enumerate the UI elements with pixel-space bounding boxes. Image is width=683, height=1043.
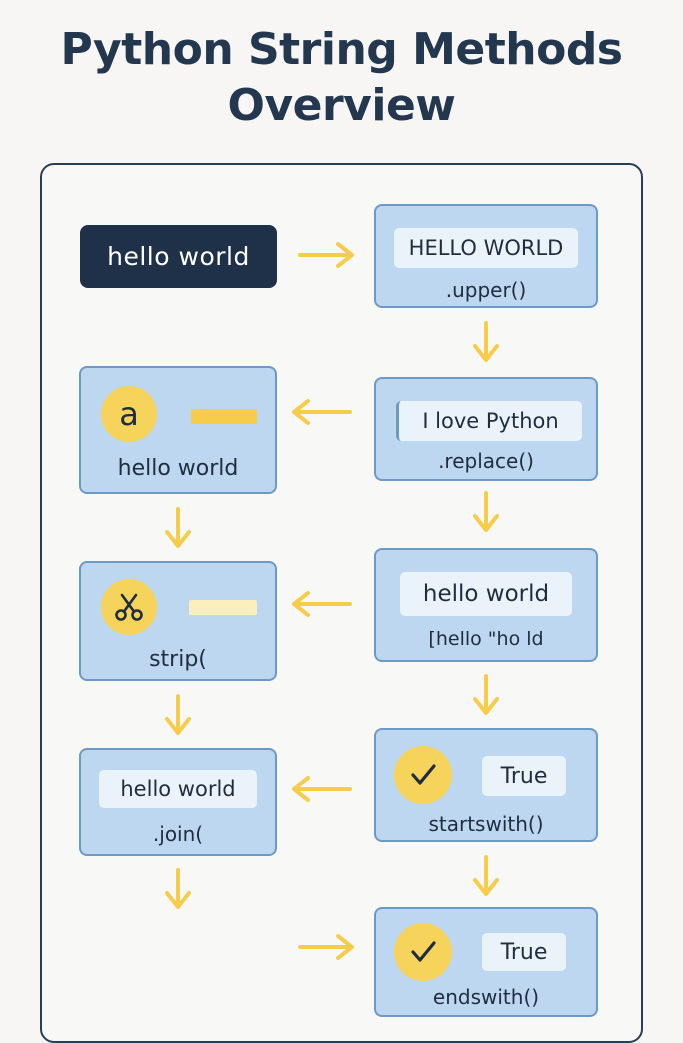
endswith-method-label: endswith()	[432, 985, 540, 1009]
arrow-down-5	[165, 694, 191, 735]
split-result: hello world	[400, 572, 572, 616]
scissors-icon	[101, 579, 157, 635]
strip-method-label: strip(	[149, 647, 207, 672]
yellow-bar	[191, 409, 257, 424]
letter-a-icon: a	[101, 386, 157, 442]
endswith-result: True	[482, 933, 566, 971]
join-node: hello world .join(	[79, 748, 277, 856]
arrow-down-1	[473, 321, 499, 362]
checkmark-glyph	[411, 941, 436, 962]
upper-method-label: .upper()	[445, 278, 527, 302]
page-title: Python String Methods Overview	[60, 24, 623, 131]
arrow-down-3	[165, 507, 191, 548]
startswith-method-label: startswith()	[428, 812, 544, 836]
checkmark-glyph	[411, 764, 436, 785]
arrow-down-4	[473, 674, 499, 715]
arrow-down-2	[473, 491, 499, 532]
upper-result: HELLO WORLD	[394, 228, 578, 268]
join-result: hello world	[99, 770, 257, 808]
arrow-left-1	[292, 399, 352, 425]
arrow-right-1	[298, 242, 354, 268]
split-node: hello world [hello "ho ld	[374, 548, 598, 662]
arrow-left-2	[292, 591, 352, 617]
upper-node: HELLO WORLD .upper()	[374, 204, 598, 308]
split-method-label: [hello "ho ld	[428, 628, 544, 650]
join-method-label: .join(	[152, 822, 204, 846]
endswith-node: True endswith()	[374, 907, 598, 1017]
letter-a-glyph: a	[119, 395, 139, 433]
input-string-badge: hello world	[80, 225, 277, 288]
replace-result: I love Python	[396, 401, 582, 441]
replace-method-label: .replace()	[438, 449, 534, 473]
startswith-result: True	[482, 756, 566, 796]
letter-node: a hello world	[79, 366, 277, 494]
arrow-right-2	[298, 934, 354, 960]
arrow-left-3	[292, 776, 352, 802]
arrow-down-6	[473, 855, 499, 896]
checkmark-icon	[394, 746, 452, 804]
strip-node: strip(	[79, 561, 277, 681]
replace-node: I love Python .replace()	[374, 377, 598, 481]
arrow-down-7	[165, 868, 191, 909]
pale-bar	[189, 600, 257, 615]
letter-node-caption: hello world	[117, 456, 239, 481]
scissors-glyph	[115, 593, 143, 621]
startswith-node: True startswith()	[374, 728, 598, 842]
checkmark-icon	[394, 923, 452, 981]
